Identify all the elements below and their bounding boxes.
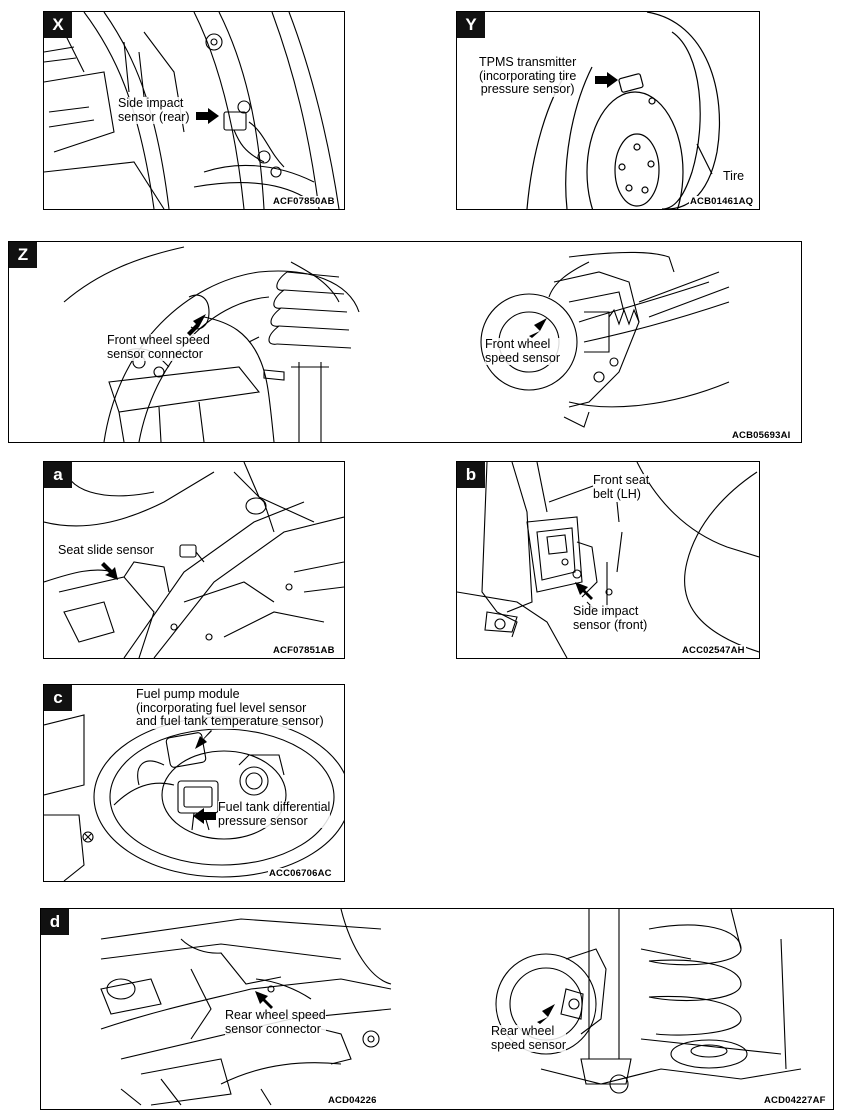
panel-tag: b (457, 462, 485, 488)
panel-b: b Front seat belt (LH) Side impact senso… (456, 461, 760, 659)
front-wheel-speed-sensor-label: Front wheel speed sensor (485, 337, 561, 365)
arrow-icon (595, 72, 618, 88)
panel-tag: Z (9, 242, 37, 268)
arrow-icon (575, 582, 593, 600)
tire-illustration (526, 12, 721, 209)
arrow-icon (195, 730, 212, 749)
panel-x: X Side impact sensor (rear) ACF07850AB (43, 11, 345, 210)
arrow-icon (101, 562, 118, 580)
fuel-tank-differential-pressure-sensor-label: Fuel tank differential pressure sensor (218, 800, 331, 828)
panel-a: a Seat slide sensor ACF07851AB (43, 461, 345, 659)
panel-d: d (40, 908, 834, 1110)
panel-tag: Y (457, 12, 485, 38)
front-wheel-speed-sensor-illustration (63, 246, 730, 442)
figure-code: ACF07850AB (272, 196, 336, 207)
seat-slide-sensor-label: Seat slide sensor (58, 543, 154, 558)
panel-tag: c (44, 685, 72, 711)
rear-wheel-speed-sensor-label: Rear wheel speed sensor (491, 1024, 567, 1052)
figure-code-left: ACD04226 (327, 1095, 378, 1106)
rear-wheel-speed-sensor-connector-label: Rear wheel speed sensor connector (225, 1008, 326, 1036)
panel-tag: X (44, 12, 72, 38)
side-impact-sensor-front-illustration (457, 462, 759, 658)
arrow-icon (196, 108, 219, 124)
tpms-transmitter-label: TPMS transmitter (incorporating tire pre… (479, 55, 577, 97)
side-impact-sensor-rear-illustration (44, 12, 340, 209)
side-impact-sensor-rear-label: Side impact sensor (rear) (118, 96, 190, 124)
panel-y: Y TPMS transmitter (incorporating tire p… (456, 11, 760, 210)
front-seat-belt-label: Front seat belt (LH) (593, 473, 650, 501)
panel-tag: d (41, 909, 69, 935)
arrow-icon (537, 1004, 555, 1024)
panel-z: Z (8, 241, 802, 443)
figure-code: ACC02547AH (681, 645, 746, 656)
arrow-icon (187, 314, 206, 336)
arrow-icon (193, 808, 216, 824)
front-wheel-speed-sensor-connector-label: Front wheel speed sensor connector (107, 333, 210, 361)
figure-code: ACB05693AI (731, 430, 792, 441)
seat-slide-sensor-illustration (44, 462, 344, 658)
tire-label: Tire (723, 169, 745, 184)
figure-code: ACF07851AB (272, 645, 336, 656)
figure-code: ACB01461AQ (689, 196, 755, 207)
figure-code: ACC06706AC (268, 868, 333, 879)
rear-wheel-speed-sensor-illustration (100, 909, 802, 1106)
panel-tag: a (44, 462, 72, 488)
fuel-pump-module-label: Fuel pump module (incorporating fuel lev… (136, 687, 324, 729)
arrow-icon (255, 991, 273, 1009)
panel-c: c Fuel pump module (incorporating fuel l… (43, 684, 345, 882)
figure-code-right: ACD04227AF (763, 1095, 827, 1106)
side-impact-sensor-front-label: Side impact sensor (front) (573, 604, 648, 632)
arrow-icon (529, 318, 547, 338)
